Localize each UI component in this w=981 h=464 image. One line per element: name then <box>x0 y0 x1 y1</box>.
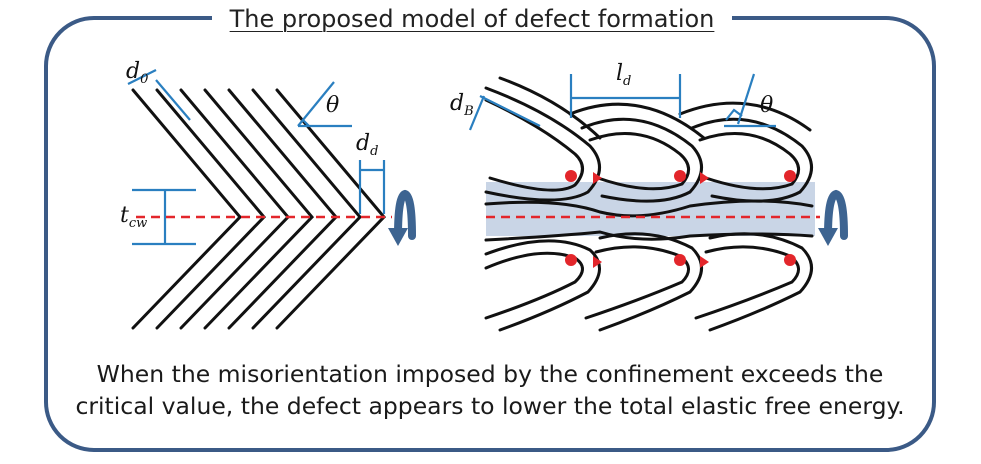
label-d0: d0 <box>126 59 148 87</box>
d0-dimension-line <box>155 79 191 121</box>
hairpin-lamella <box>484 86 601 202</box>
left-panel-dimensions <box>127 69 386 246</box>
defect-dot <box>784 170 796 182</box>
hairpin-lamella <box>584 245 690 320</box>
chevron-lamella <box>131 88 243 330</box>
label-dd: dd <box>356 131 378 159</box>
label-theta-left: θ <box>326 93 339 118</box>
hairpin-lamella <box>678 101 812 132</box>
defect-dot <box>674 254 686 266</box>
hairpin-lamella <box>588 132 690 191</box>
caption-line-1: When the misorientation imposed by the c… <box>96 360 884 388</box>
defect-channel <box>486 182 815 236</box>
hairpin-lamella <box>568 102 706 140</box>
hairpin-lamella <box>708 232 813 332</box>
chevron-lamella <box>203 88 315 330</box>
label-dB: dB <box>450 91 474 119</box>
label-ld: ld <box>616 61 631 89</box>
hairpin-lamella <box>598 232 703 332</box>
rotation-arrowhead <box>388 228 408 246</box>
hairpin-lamella <box>498 76 602 140</box>
dB-extension-line <box>479 95 541 127</box>
hairpin-lamella <box>484 251 584 320</box>
rotation-arrowhead <box>818 228 838 246</box>
chevron-lamella <box>251 88 363 330</box>
hairpin-lamella <box>484 239 601 332</box>
defect-tip <box>593 256 602 268</box>
defect-dots <box>565 170 796 268</box>
defect-tip <box>593 172 602 184</box>
defect-dot <box>674 170 686 182</box>
theta-ray <box>297 81 335 127</box>
right-angle-marker-icon <box>725 108 743 121</box>
d0-extension-line <box>127 69 157 85</box>
hairpin-lamella <box>580 117 703 203</box>
right-panel-lamellae <box>484 76 814 332</box>
hairpin-lamella <box>698 132 800 191</box>
rotation-arrow-icon <box>824 189 848 240</box>
right-angle-marker-icon <box>302 119 310 127</box>
defect-dot <box>784 254 796 266</box>
channel-lamella <box>484 199 814 218</box>
figure-caption: When the misorientation imposed by the c… <box>40 358 940 422</box>
label-tcw: tcw <box>120 203 147 231</box>
rotation-arrow-icon <box>394 189 416 240</box>
defect-dot <box>565 254 577 266</box>
left-panel-chevrons <box>131 88 387 330</box>
figure-title: The proposed model of defect formation <box>212 2 732 38</box>
caption-line-2: critical value, the defect appears to lo… <box>75 392 905 420</box>
defect-dot <box>565 170 577 182</box>
right-panel-dimensions <box>468 73 776 131</box>
hairpin-lamella <box>484 98 584 192</box>
defect-tip <box>700 256 709 268</box>
defect-tip <box>700 172 709 184</box>
dB-dimension-line <box>468 95 486 131</box>
label-theta-right: θ <box>760 93 773 118</box>
theta-ray-right <box>736 73 756 125</box>
hairpin-lamella <box>694 245 800 320</box>
